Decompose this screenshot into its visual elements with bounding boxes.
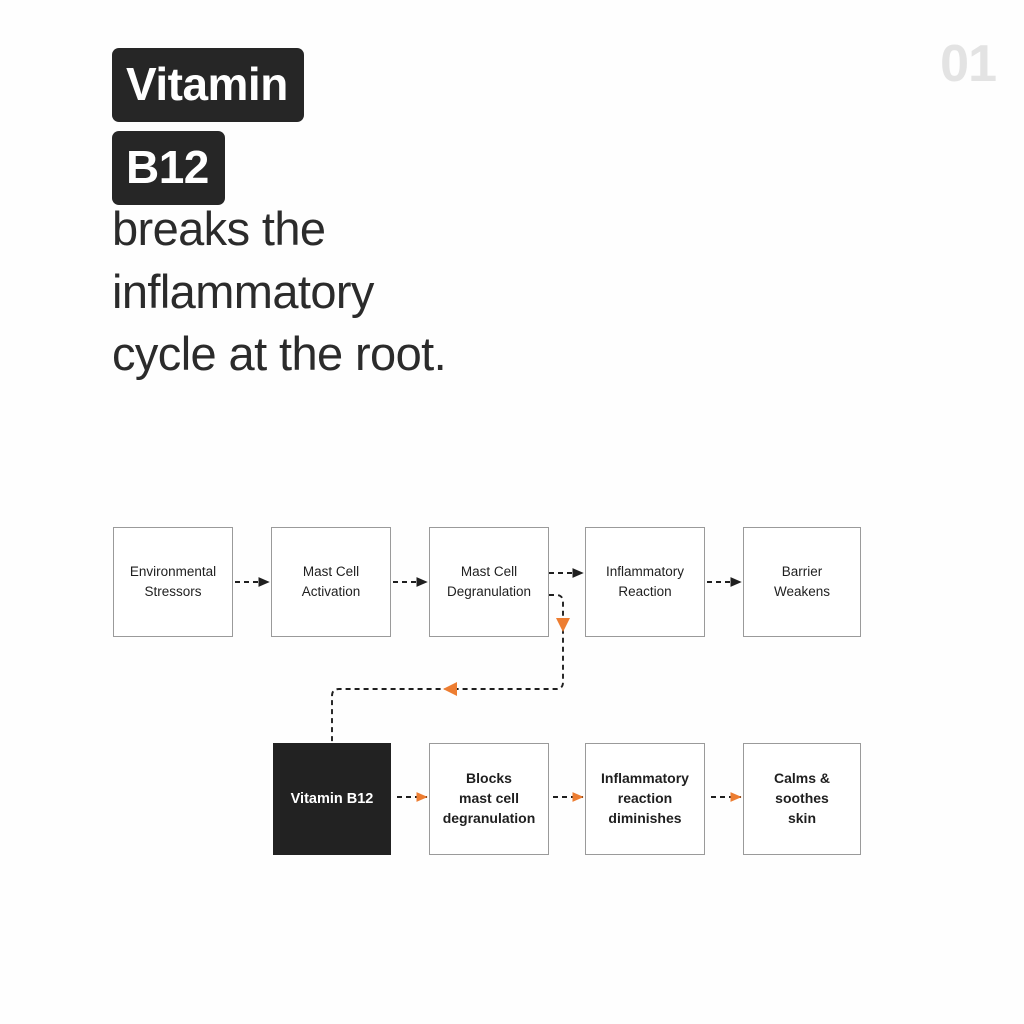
feedback-loop-arrowheads <box>443 618 570 696</box>
node-label: Mast Cell Degranulation <box>446 564 532 599</box>
badge-row-1: Vitamin <box>112 48 304 122</box>
title-badge-b12: B12 <box>112 131 225 205</box>
node-label: Calms & soothes skin <box>773 770 831 826</box>
headline-line-2: inflammatory <box>112 264 374 318</box>
node-vitamin-b12[interactable]: Vitamin B12 <box>273 743 391 855</box>
page-headline: breaks the inflammatory cycle at the roo… <box>112 198 672 386</box>
node-label: Environmental Stressors <box>129 564 217 599</box>
step-number: 01 <box>940 35 997 93</box>
node-inflammatory-reaction-diminishes[interactable]: Inflammatory reaction diminishes <box>585 743 705 855</box>
node-label: Barrier Weakens <box>773 564 831 599</box>
headline-line-3: cycle at the root. <box>112 327 447 380</box>
node-environmental-stressors[interactable]: Environmental Stressors <box>113 527 233 637</box>
feedback-loop-path <box>331 594 564 743</box>
title-badges: Vitamin B12 <box>112 48 304 205</box>
node-mast-cell-activation[interactable]: Mast Cell Activation <box>271 527 391 637</box>
badge-row-2: B12 <box>112 131 304 205</box>
node-inflammatory-reaction[interactable]: Inflammatory Reaction <box>585 527 705 637</box>
node-mast-cell-degranulation[interactable]: Mast Cell Degranulation <box>429 527 549 637</box>
node-label: Inflammatory reaction diminishes <box>601 770 689 826</box>
node-calms-soothes-skin[interactable]: Calms & soothes skin <box>743 743 861 855</box>
title-badge-vitamin: Vitamin <box>112 48 304 122</box>
node-label: Blocks mast cell degranulation <box>442 770 536 826</box>
node-label: Inflammatory Reaction <box>605 564 685 599</box>
node-label: Vitamin B12 <box>290 790 374 807</box>
feedback-arrowhead-left <box>443 682 457 696</box>
node-blocks-mast-cell-degranulation[interactable]: Blocks mast cell degranulation <box>429 743 549 855</box>
feedback-arrowhead-down <box>556 618 570 632</box>
headline-line-1: breaks the <box>112 202 326 255</box>
node-label: Mast Cell Activation <box>301 564 361 599</box>
node-barrier-weakens[interactable]: Barrier Weakens <box>743 527 861 637</box>
